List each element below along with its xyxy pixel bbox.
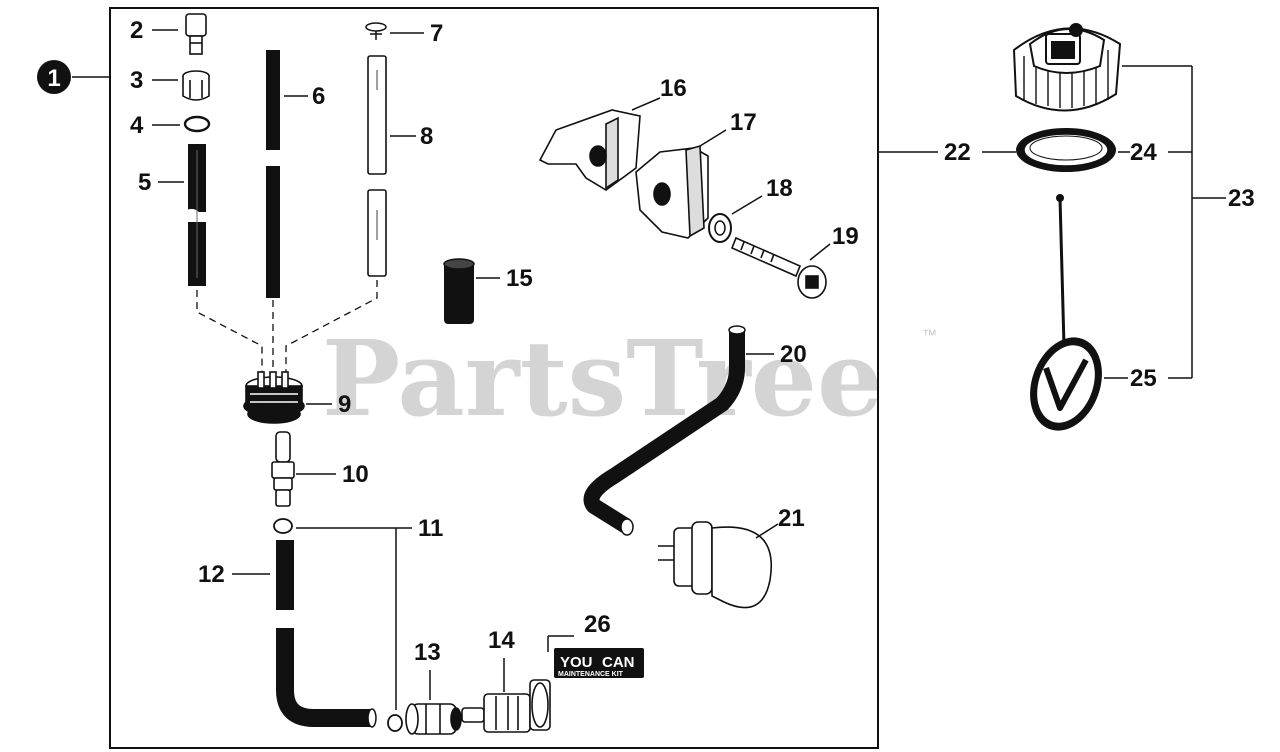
part-7-clip bbox=[365, 22, 387, 40]
kit-badge-can: CAN bbox=[602, 654, 635, 671]
callout-20[interactable]: 20 bbox=[780, 341, 807, 368]
part-2-fitting bbox=[185, 13, 207, 55]
callout-9[interactable]: 9 bbox=[338, 391, 351, 418]
callout-21[interactable]: 21 bbox=[778, 505, 805, 532]
part-11-oring-bottom bbox=[387, 714, 403, 732]
callout-12[interactable]: 12 bbox=[198, 561, 225, 588]
part-21-primer-bulb bbox=[658, 521, 772, 609]
part-10-connector bbox=[271, 431, 295, 507]
part-13-fitting bbox=[405, 703, 462, 735]
callout-17[interactable]: 17 bbox=[730, 109, 757, 136]
part-15-sleeve bbox=[443, 258, 475, 324]
youcan-kit-badge[interactable]: YOU CAN MAINTENANCE KIT bbox=[554, 648, 644, 678]
watermark-trademark: ™ bbox=[922, 327, 937, 344]
assembly-box bbox=[109, 7, 879, 749]
callout-5[interactable]: 5 bbox=[138, 169, 151, 196]
callout-24[interactable]: 24 bbox=[1130, 139, 1157, 166]
part-18-washer bbox=[708, 213, 732, 243]
callout-10[interactable]: 10 bbox=[342, 461, 369, 488]
callout-22[interactable]: 22 bbox=[944, 139, 971, 166]
part-12-hose bbox=[268, 540, 377, 728]
callout-1[interactable]: 1 bbox=[37, 60, 110, 94]
part-4-ring bbox=[183, 115, 211, 133]
fuel-cap bbox=[1012, 23, 1122, 112]
part-20-hose bbox=[583, 325, 746, 536]
part-5-tube bbox=[182, 144, 214, 286]
part-3-cap bbox=[182, 70, 210, 101]
callout-6[interactable]: 6 bbox=[312, 83, 325, 110]
watermark-text: PartsTree bbox=[322, 317, 883, 440]
callout-group-23 bbox=[1104, 65, 1226, 379]
callout-15[interactable]: 15 bbox=[506, 265, 533, 292]
callout-14[interactable]: 14 bbox=[488, 627, 515, 654]
kit-badge-maintenance: MAINTENANCE KIT bbox=[558, 671, 624, 678]
callout-1-label: 1 bbox=[47, 65, 60, 92]
kit-badge-you: YOU bbox=[560, 654, 593, 671]
callout-11-leaders bbox=[296, 527, 412, 710]
part-19-screw bbox=[730, 236, 827, 299]
callout-8[interactable]: 8 bbox=[420, 123, 433, 150]
callout-11[interactable]: 11 bbox=[418, 515, 443, 542]
callout-7[interactable]: 7 bbox=[430, 20, 443, 47]
part-17-bracket bbox=[635, 144, 709, 239]
callout-2[interactable]: 2 bbox=[130, 17, 143, 44]
part-16-bracket bbox=[538, 109, 641, 191]
callout-13[interactable]: 13 bbox=[414, 639, 441, 666]
part-9-grommet bbox=[243, 371, 305, 424]
callout-26[interactable]: 26 bbox=[584, 611, 611, 638]
part-25-strap bbox=[1030, 194, 1102, 431]
dashed-leaders bbox=[196, 280, 378, 382]
callout-3[interactable]: 3 bbox=[130, 67, 143, 94]
callout-25[interactable]: 25 bbox=[1130, 365, 1157, 392]
part-22-gasket bbox=[1016, 128, 1116, 172]
part-6-tube bbox=[260, 50, 286, 298]
callout-18[interactable]: 18 bbox=[766, 175, 793, 202]
callout-16[interactable]: 16 bbox=[660, 75, 687, 102]
callout-19[interactable]: 19 bbox=[832, 223, 859, 250]
part-8-tube bbox=[367, 55, 387, 277]
part-11-oring-top bbox=[273, 518, 293, 534]
callout-23[interactable]: 23 bbox=[1228, 185, 1255, 212]
part-14-filter bbox=[461, 679, 551, 733]
callout-4[interactable]: 4 bbox=[130, 112, 144, 139]
